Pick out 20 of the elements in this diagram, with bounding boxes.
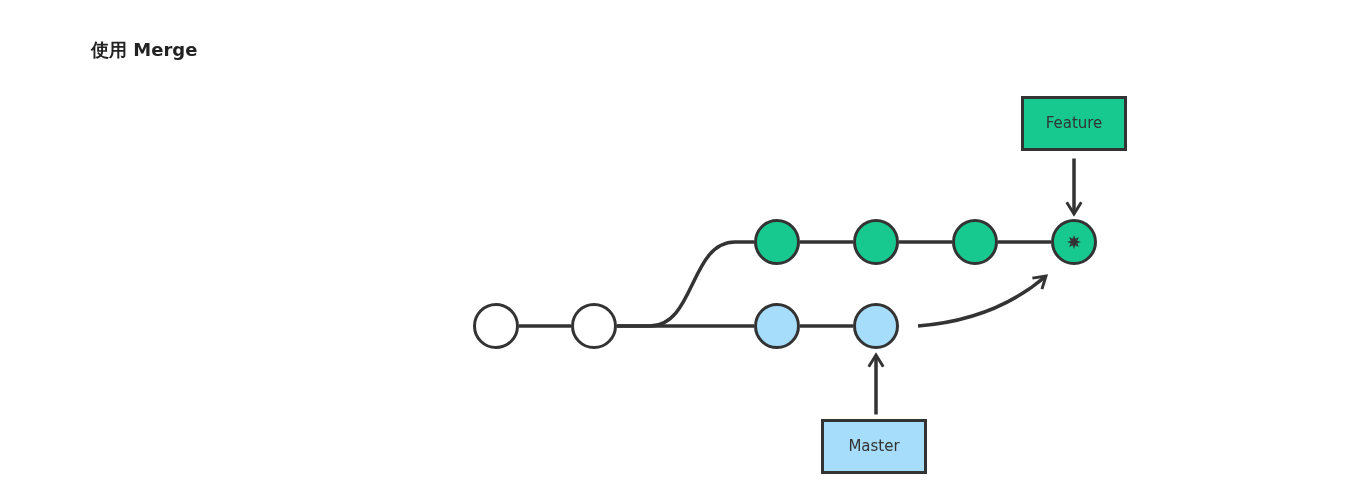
arrow bbox=[867, 353, 885, 415]
branch-line bbox=[519, 324, 571, 328]
arrow bbox=[1065, 158, 1083, 216]
branch-label-box: Master bbox=[821, 418, 927, 474]
commit-circle bbox=[853, 303, 899, 349]
branch-label-box: Feature bbox=[1021, 95, 1127, 151]
heading: 使用 Merge bbox=[91, 38, 198, 62]
commit-circle bbox=[754, 303, 800, 349]
commit-circle bbox=[952, 219, 998, 265]
commit-circle bbox=[571, 303, 617, 349]
commit-circle bbox=[473, 303, 519, 349]
branch-line bbox=[800, 324, 853, 328]
branch-line bbox=[800, 240, 853, 244]
commit-circle bbox=[853, 219, 899, 265]
arrow bbox=[917, 274, 1048, 328]
branch-line bbox=[899, 240, 952, 244]
branch-line bbox=[617, 324, 754, 328]
commit-circle bbox=[754, 219, 800, 265]
merge-commit-circle bbox=[1051, 219, 1097, 265]
branch-line bbox=[998, 240, 1051, 244]
